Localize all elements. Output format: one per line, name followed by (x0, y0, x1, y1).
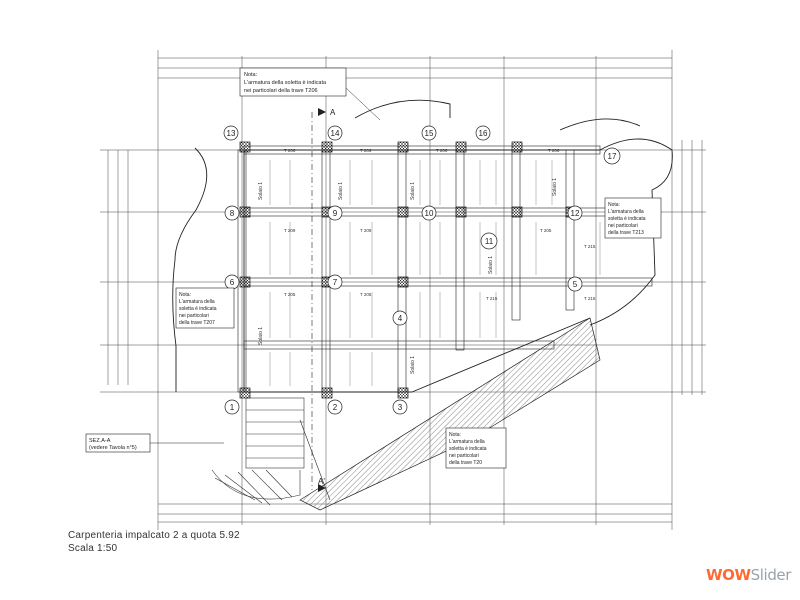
note-3: Nota: L'armatura della soletta è indicat… (175, 287, 235, 329)
dimension-lines (100, 50, 706, 530)
note-3-line4: nei particolari (179, 313, 209, 319)
note-2-line2: L'armatura della (608, 209, 644, 215)
grid-node-8: 8 (230, 209, 235, 218)
grid-node-1: 1 (230, 403, 235, 412)
section-ref-line2: (vedere Tavola n°5) (89, 445, 137, 451)
note-2: Nota: L'armatura della soletta è indicat… (604, 197, 662, 239)
grid-node-6: 6 (230, 278, 235, 287)
note-3-line1: Nota: (179, 292, 191, 298)
beam-label: T 206 (548, 148, 560, 153)
note-4-line3: soletta è indicata (449, 446, 487, 452)
drawing-scale: Scala 1:50 (68, 543, 118, 554)
beam-label: T 205 (540, 228, 552, 233)
beam-label: T 209 (284, 228, 296, 233)
grid-node-4: 4 (398, 314, 403, 323)
slab-label: Solaio 1 (258, 182, 264, 200)
slab-label: Solaio 1 (552, 178, 558, 196)
grid-node-16: 16 (479, 129, 488, 138)
note-1-line2: L'armatura della soletta è indicata (244, 80, 327, 86)
note-2-line4: nei particolari (608, 223, 638, 229)
watermark-logo: WOWSlider (706, 566, 791, 584)
drawing-title: Carpenteria impalcato 2 a quota 5.92 (68, 530, 240, 541)
beam-label: T 215 (584, 296, 596, 301)
grid-node-13: 13 (227, 129, 236, 138)
section-ref-line1: SEZ.A-A (89, 438, 111, 444)
beam-label: T 206 (284, 148, 296, 153)
beam-label: T 205 (360, 292, 372, 297)
section-mark-bottom: A' (318, 477, 325, 486)
slab-label: Solaio 1 (410, 182, 416, 200)
joists (269, 160, 601, 386)
beam-label: T 205 (284, 292, 296, 297)
columns (239, 141, 577, 399)
note-3-line2: L'armatura della (179, 299, 215, 305)
slab-labels: Solaio 1 Solaio 1 Solaio 1 Solaio 1 Sola… (258, 178, 558, 374)
note-4-line2: L'armatura della (449, 439, 485, 445)
note-2-line1: Nota: (608, 202, 620, 208)
grid-node-3: 3 (398, 403, 403, 412)
beam-label: T 215 (584, 244, 596, 249)
note-3-line3: soletta è indicata (179, 306, 217, 312)
beam-label: T 215 (486, 296, 498, 301)
note-3-line5: della trave T207 (179, 320, 215, 326)
grid-node-11: 11 (485, 237, 494, 246)
grid-node-2: 2 (333, 403, 338, 412)
grid-node-5: 5 (573, 280, 578, 289)
grid-node-labels: 13 14 15 16 17 8 9 10 11 12 6 7 4 5 1 2 … (227, 129, 617, 412)
grid-node-markers (223, 125, 621, 415)
grid-node-14: 14 (331, 129, 340, 138)
note-4-line5: della trave T20 (449, 460, 482, 466)
beam-label: T 206 (360, 148, 372, 153)
slab-label: Solaio 1 (338, 182, 344, 200)
section-reference: SEZ.A-A (vedere Tavola n°5) (85, 433, 224, 453)
slab-label: Solaio 1 (410, 356, 416, 374)
note-1-line1: Nota: (244, 72, 258, 78)
slab-label: Solaio 1 (488, 256, 494, 274)
grid-node-15: 15 (425, 129, 434, 138)
grid-node-10: 10 (425, 209, 434, 218)
note-4-line4: nei particolari (449, 453, 479, 459)
beam-labels: T 206 T 206 T 206 T 206 T 209 T 209 T 21… (284, 148, 596, 301)
note-1-line3: nei particolari della trave T206 (244, 88, 318, 94)
watermark-part2: Slider (750, 566, 792, 584)
section-arrow-top-icon (318, 108, 326, 116)
slab-label: Solaio 1 (258, 327, 264, 345)
grid-node-17: 17 (608, 152, 617, 161)
section-mark-top: A (330, 108, 336, 117)
note-1: Nota: L'armatura della soletta è indicat… (239, 67, 381, 121)
note-2-line5: della trave T213 (608, 230, 644, 236)
retaining-wall (299, 317, 601, 511)
grid-node-12: 12 (571, 209, 580, 218)
note-2-line3: soletta è indicata (608, 216, 646, 222)
slab-outline (172, 99, 673, 393)
grid-node-7: 7 (333, 278, 338, 287)
note-4: Nota: L'armatura della soletta è indicat… (445, 427, 507, 469)
staircase (211, 397, 305, 506)
beam-label: T 206 (436, 148, 448, 153)
section-arrow-bottom-icon (318, 484, 326, 492)
beam-label: T 209 (360, 228, 372, 233)
watermark-part1: WOW (706, 566, 751, 584)
grid-node-9: 9 (333, 209, 338, 218)
note-4-line1: Nota: (449, 432, 461, 438)
